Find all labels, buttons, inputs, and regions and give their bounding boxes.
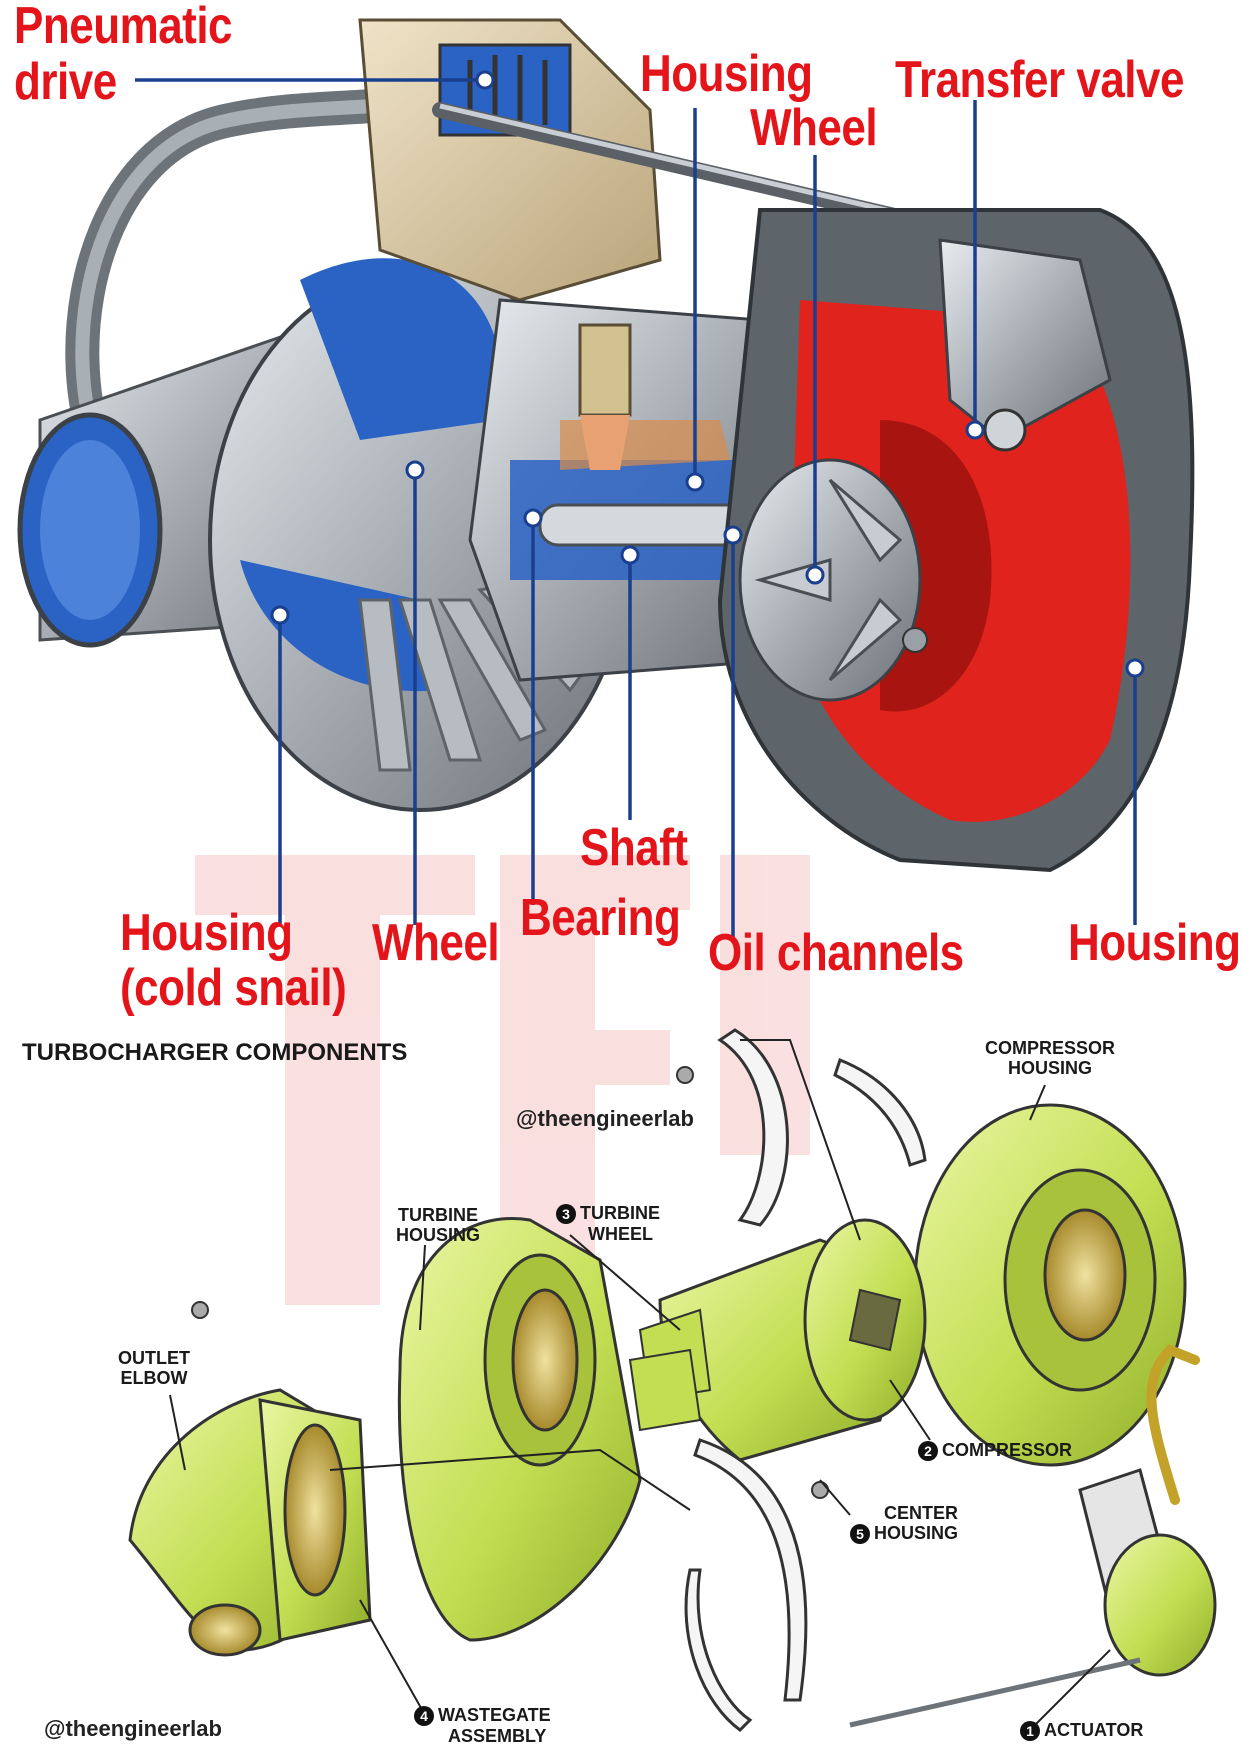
label-oil-channels: Oil channels	[708, 923, 964, 982]
label-shaft: Shaft	[580, 818, 688, 877]
label-actuator-text: ACTUATOR	[1044, 1720, 1144, 1740]
turbo-cutaway-illustration	[17, 18, 1195, 873]
label-compressor-housing: COMPRESSOR HOUSING	[985, 1038, 1115, 1078]
label-transfer-valve: Transfer valve	[895, 50, 1184, 109]
label-wheel-top: Wheel	[750, 98, 878, 157]
label-compressor-housing-line2: HOUSING	[1008, 1058, 1093, 1078]
watermark-handle-bottom: @theengineerlab	[44, 1716, 222, 1741]
label-pneumatic-drive-line1: Pneumatic	[14, 0, 233, 55]
label-outlet-elbow: OUTLET ELBOW	[118, 1348, 190, 1388]
exploded-view-illustration	[128, 1028, 1217, 1732]
label-turbine-housing: TURBINE HOUSING	[396, 1205, 480, 1245]
label-housing-cold-line2: (cold snail)	[120, 958, 347, 1017]
label-turbine-wheel-line1: TURBINE	[580, 1203, 660, 1223]
leader-dots-top	[270, 70, 1145, 678]
label-center-housing-line1: CENTER	[884, 1503, 959, 1523]
leader-lines-top	[135, 78, 1137, 940]
label-turbine-housing-line1: TURBINE	[398, 1205, 478, 1225]
leader-lines-bottom	[169, 1039, 1111, 1726]
section-title: TURBOCHARGER COMPONENTS	[22, 1039, 408, 1066]
label-outlet-elbow-line1: OUTLET	[118, 1348, 190, 1368]
label-turbine-wheel-line2: WHEEL	[588, 1224, 653, 1245]
watermark-logo	[195, 855, 810, 1305]
label-compressor-text: COMPRESSOR	[942, 1440, 1073, 1460]
number-badge-5: 5	[850, 1524, 870, 1545]
number-badge-3: 3	[556, 1204, 576, 1225]
label-wastegate-line1: WASTEGATE	[438, 1705, 551, 1725]
number-badge-4: 4	[414, 1706, 434, 1727]
label-outlet-elbow-line2: ELBOW	[120, 1368, 188, 1388]
label-center-housing-line2: HOUSING	[874, 1523, 959, 1543]
label-bearing: Bearing	[520, 888, 681, 947]
label-pneumatic-drive-line2: drive	[14, 52, 117, 111]
label-wastegate-line2: ASSEMBLY	[448, 1726, 547, 1747]
number-badge-2: 2	[918, 1441, 938, 1462]
watermark-handle-mid: @theengineerlab	[516, 1106, 694, 1131]
label-wheel-bottom: Wheel	[372, 913, 500, 972]
label-housing-top: Housing	[640, 44, 813, 103]
label-compressor-housing-line1: COMPRESSOR	[985, 1038, 1116, 1058]
label-housing-cold-line1: Housing	[120, 903, 293, 962]
number-badge-1: 1	[1020, 1721, 1040, 1742]
label-turbine-housing-line2: HOUSING	[396, 1225, 481, 1245]
label-housing-right: Housing	[1068, 913, 1241, 972]
